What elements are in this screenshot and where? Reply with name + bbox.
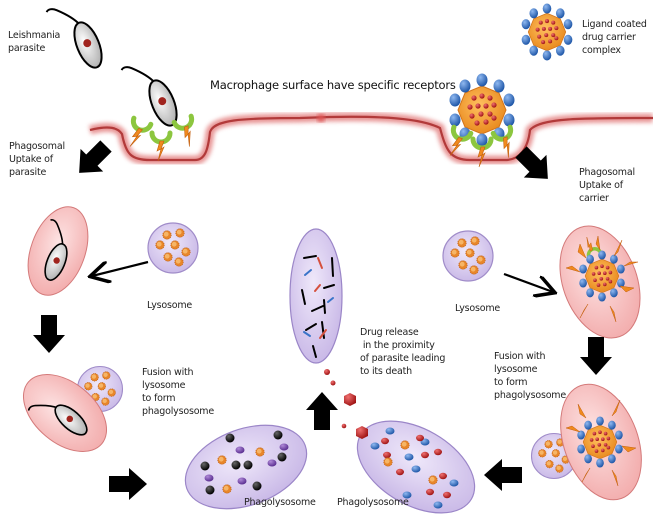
phagosome-fusion-left: [22, 374, 108, 452]
label-phagolysosome-left: Phagolysosome: [244, 497, 316, 508]
arrow-right-bottom: [109, 468, 147, 500]
label-phagolysosome-right: Phagolysosome: [337, 497, 409, 508]
label-uptake-carrier: Phagosomal Uptake of carrier: [579, 167, 635, 204]
arrow-uptake-parasite: [67, 134, 118, 185]
carrier-binding-icon: [449, 73, 515, 147]
lysosome-right: [443, 231, 493, 281]
arrow-left-bottom: [484, 459, 522, 491]
arrow-down-left: [33, 315, 65, 353]
label-drug-release: Drug release in the proximity of parasit…: [360, 327, 446, 377]
dead-parasite-vesicle: [289, 228, 343, 364]
arrow-down-right: [580, 337, 612, 375]
arrow-lysosome-to-carrier-phagosome: [503, 272, 553, 292]
label-uptake-parasite: Phagosomal Uptake of parasite: [9, 141, 65, 178]
released-drug-particles: [324, 369, 356, 429]
phagosome-fusion-right: [560, 383, 642, 501]
label-fusion-right: Fusion with lysosome to form phagolysoso…: [494, 351, 566, 401]
ligand-carrier-legend-icon: [521, 3, 573, 61]
macrophage-membrane: [88, 112, 653, 165]
phagolysosome-parasite: [184, 424, 308, 510]
diagram-title: Macrophage surface have specific recepto…: [210, 78, 456, 92]
label-leishmania-parasite: Leishmania parasite: [8, 30, 61, 54]
label-fusion-left: Fusion with lysosome to form phagolysoso…: [142, 367, 214, 417]
phagosome-parasite: [27, 206, 89, 296]
phagosome-carrier: [559, 225, 641, 339]
arrow-lysosome-to-phagosome: [92, 260, 149, 276]
lysosome-left: [148, 223, 198, 273]
label-ligand-carrier: Ligand coated drug carrier complex: [582, 19, 647, 56]
label-lysosome-right: Lysosome: [455, 303, 501, 314]
phagolysosome-carrier: [356, 420, 476, 514]
arrow-uptake-carrier: [509, 140, 560, 191]
label-lysosome-left: Lysosome: [147, 300, 193, 311]
arrow-up-center: [306, 392, 338, 430]
